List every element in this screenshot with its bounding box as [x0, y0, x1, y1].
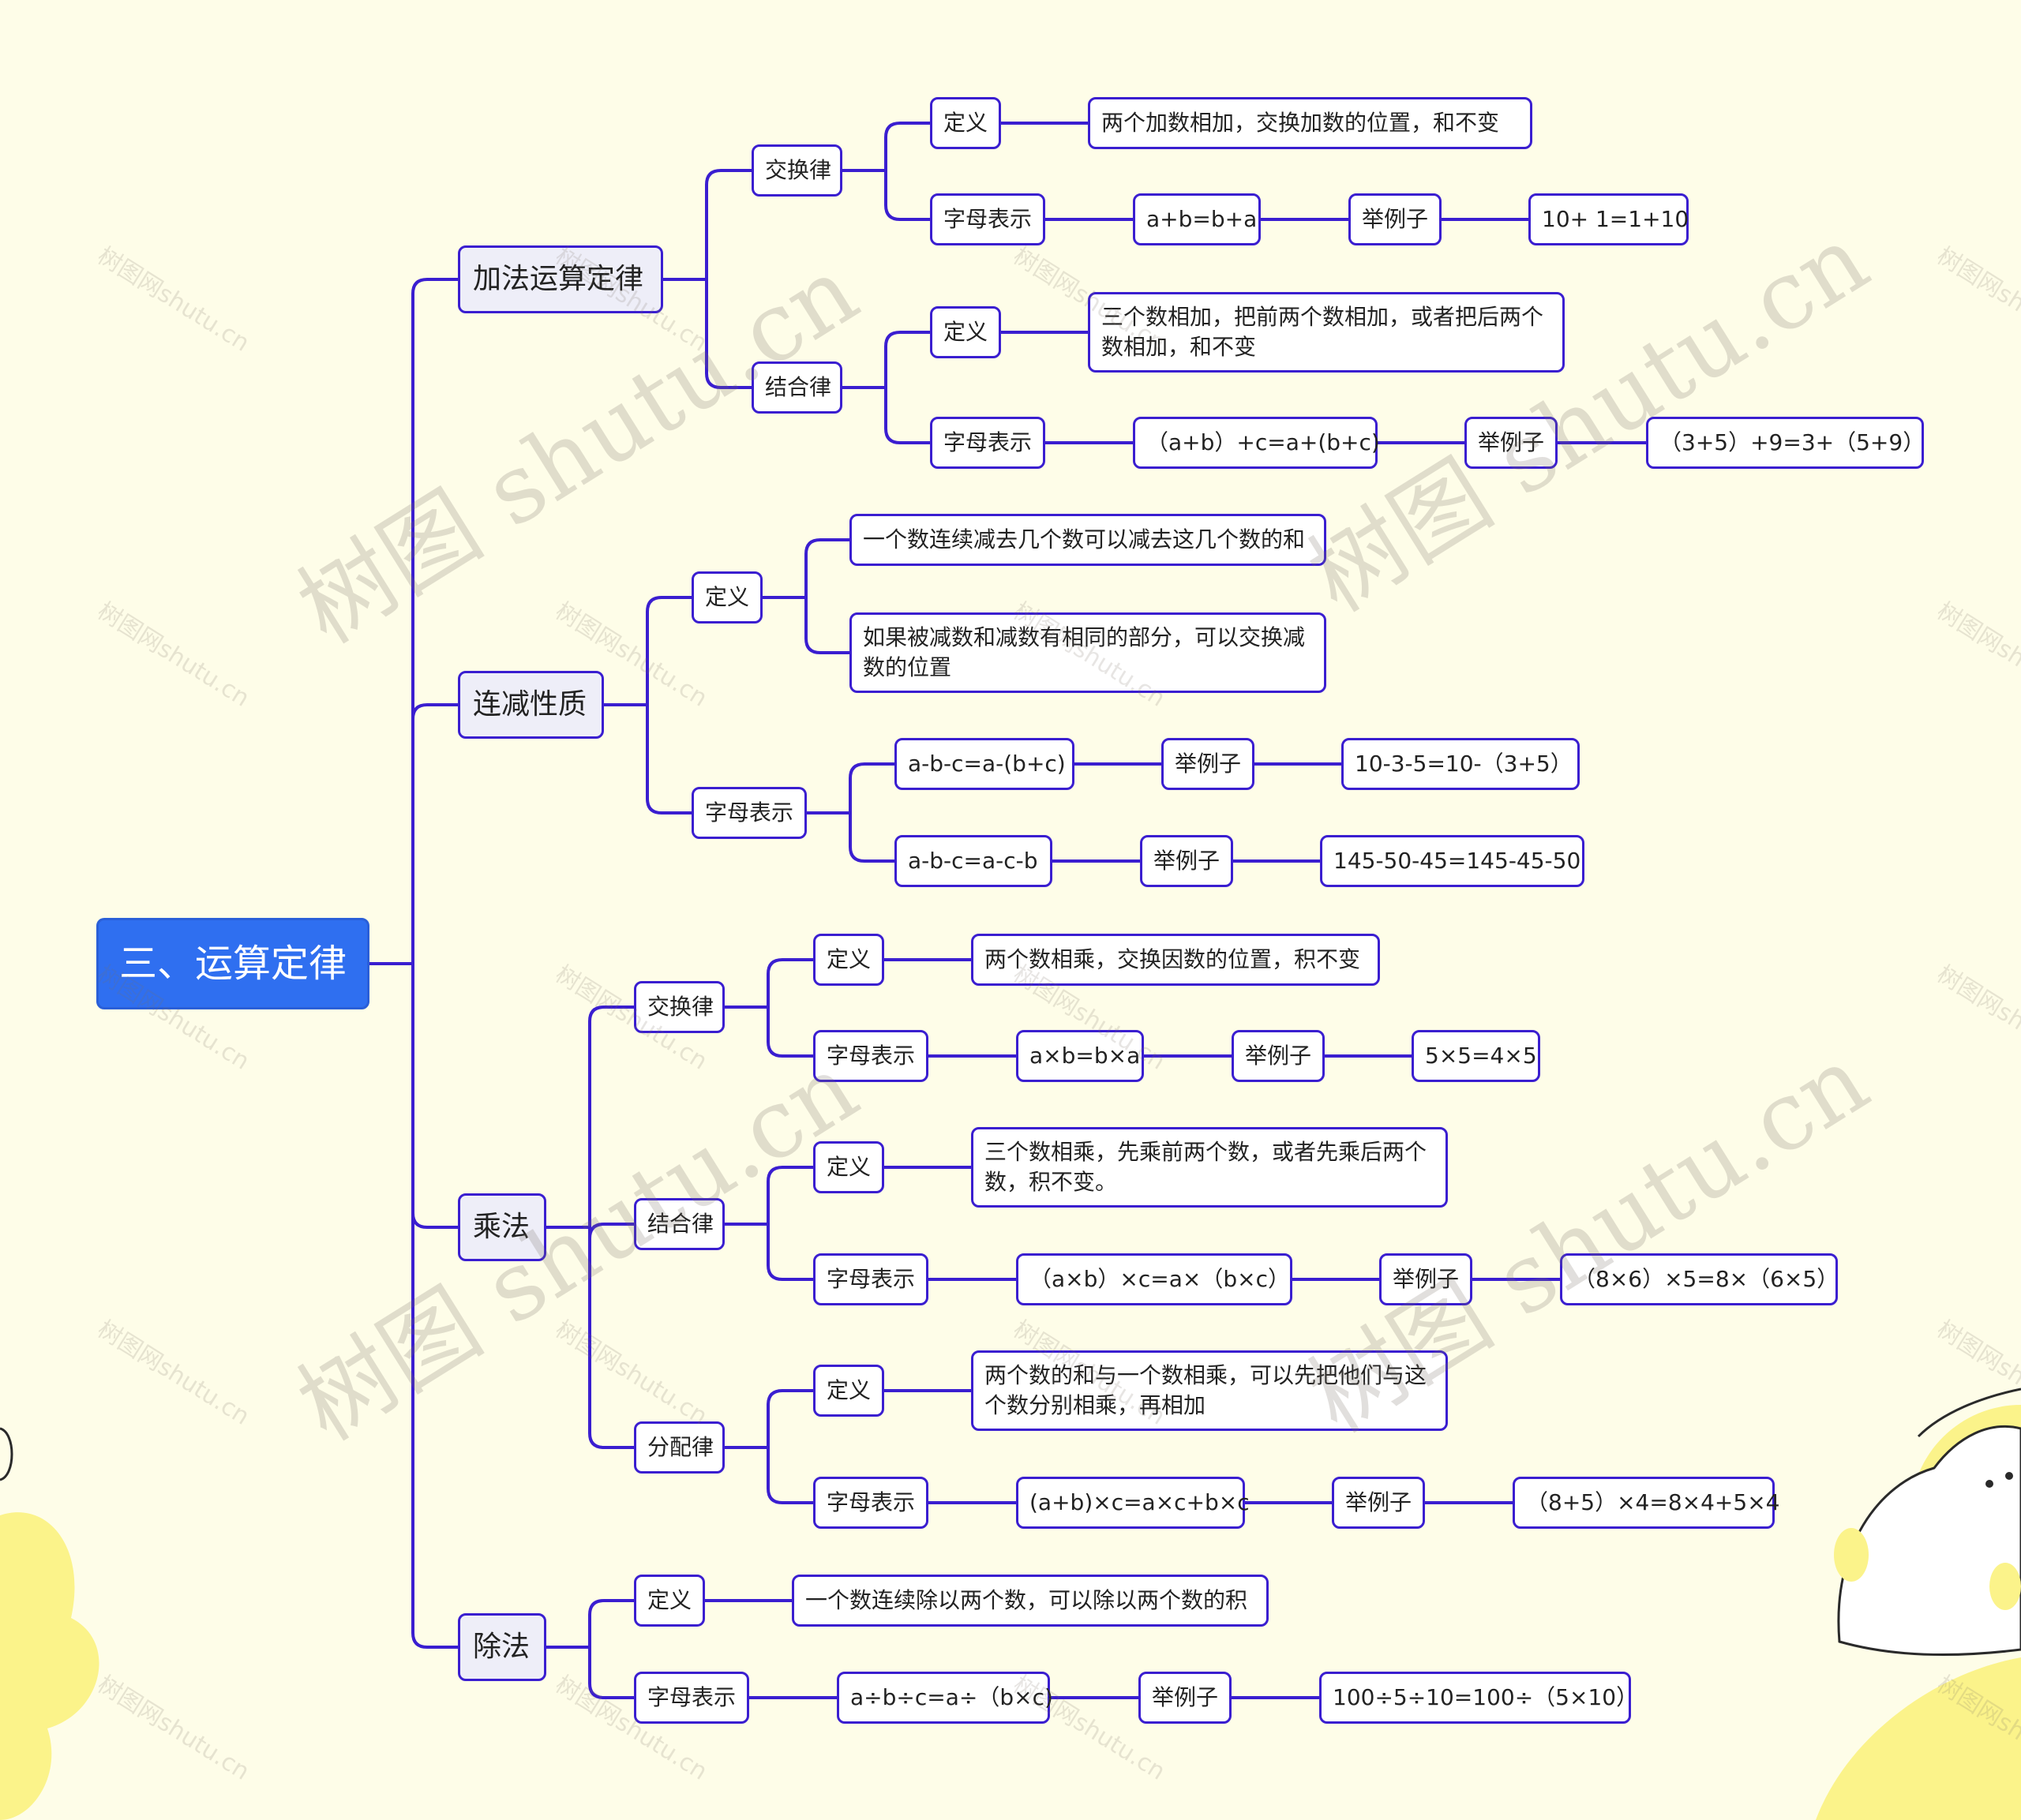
node-mul-a-el[interactable]: 举例子	[1379, 1253, 1472, 1305]
node-div-e[interactable]: 100÷5÷10=100÷（5×10）	[1319, 1672, 1638, 1724]
node-mul-a[interactable]: 结合律	[634, 1198, 725, 1250]
link-add_c_ll	[884, 170, 930, 221]
link-mul_d_ll	[767, 1447, 813, 1504]
link-sub_dl	[646, 596, 692, 705]
node-mul-c-d[interactable]: 两个数相乘，交换因数的位置，积不变	[971, 934, 1380, 986]
node-add-a-ll[interactable]: 字母表示	[930, 417, 1045, 469]
node-mul-d-f[interactable]: (a+b)×c=a×c+b×c	[1016, 1477, 1250, 1529]
node-sub-e2[interactable]: 145-50-45=145-45-50	[1320, 835, 1584, 887]
link-sub_f2	[849, 813, 894, 863]
node-sub[interactable]: 连减性质	[458, 671, 604, 739]
node-root[interactable]: 三、运算定律	[96, 918, 369, 1009]
circle-partial-left	[0, 1427, 13, 1481]
node-sub-ll[interactable]: 字母表示	[692, 787, 807, 839]
node-div-el[interactable]: 举例子	[1138, 1672, 1232, 1724]
node-mul-a-e[interactable]: （8×6）×5=8×（6×5）	[1560, 1253, 1839, 1305]
link-add_a_ll	[884, 388, 930, 444]
node-mul-c[interactable]: 交换律	[634, 981, 725, 1033]
node-sub-el2[interactable]: 举例子	[1140, 835, 1233, 887]
node-mul-a-f[interactable]: （a×b）×c=a×（b×c）	[1016, 1253, 1292, 1305]
node-mul-c-el[interactable]: 举例子	[1232, 1030, 1325, 1082]
node-add-a-el[interactable]: 举例子	[1464, 417, 1558, 469]
node-div-f[interactable]: a÷b÷c=a÷（b×c)	[837, 1672, 1053, 1724]
link-mul_a	[588, 1223, 634, 1239]
link-mul_a_dl	[767, 1166, 813, 1224]
link-sub_ll	[646, 705, 692, 815]
link-mul_d_dl	[767, 1389, 813, 1447]
link-add	[411, 278, 458, 964]
node-mul-a-dl[interactable]: 定义	[813, 1141, 884, 1193]
node-mul-d-dl[interactable]: 定义	[813, 1365, 884, 1417]
node-sub-f1[interactable]: a-b-c=a-(b+c)	[894, 738, 1074, 790]
link-sub_d1	[804, 538, 849, 597]
node-add-c-ll[interactable]: 字母表示	[930, 193, 1045, 245]
link-mul_c_dl	[767, 958, 813, 1007]
link-mul	[411, 964, 458, 1229]
node-add-c-dl[interactable]: 定义	[930, 97, 1001, 149]
node-add[interactable]: 加法运算定律	[458, 245, 663, 313]
node-sub-d1[interactable]: 一个数连续减去几个数可以减去这几个数的和	[849, 514, 1326, 566]
link-sub	[411, 703, 458, 964]
link-mul_d	[588, 1227, 634, 1449]
link-sub_d2	[804, 597, 849, 654]
node-mul[interactable]: 乘法	[458, 1193, 546, 1261]
node-sub-dl[interactable]: 定义	[692, 571, 763, 624]
node-mul-c-dl[interactable]: 定义	[813, 934, 884, 986]
node-mul-c-e[interactable]: 5×5=4×5	[1412, 1030, 1540, 1082]
node-add-c-e[interactable]: 10+ 1=1+10	[1528, 193, 1689, 245]
node-mul-c-f[interactable]: a×b=b×a	[1016, 1030, 1144, 1082]
link-add_a_dl	[884, 331, 930, 388]
node-add-c-d[interactable]: 两个加数相加，交换加数的位置，和不变	[1088, 97, 1532, 149]
node-add-c-f[interactable]: a+b=b+a	[1133, 193, 1261, 245]
node-div-d[interactable]: 一个数连续除以两个数，可以除以两个数的积	[792, 1575, 1269, 1627]
link-mul_a_ll	[767, 1224, 813, 1281]
link-sub_f1	[849, 762, 894, 813]
node-mul-d-ll[interactable]: 字母表示	[813, 1477, 928, 1529]
link-add_c	[705, 169, 752, 279]
link-div_dl	[588, 1599, 634, 1647]
node-add-c-el[interactable]: 举例子	[1348, 193, 1442, 245]
node-mul-d[interactable]: 分配律	[634, 1421, 725, 1474]
node-mul-d-d[interactable]: 两个数的和与一个数相乘，可以先把他们与这个数分别相乘，再相加	[971, 1350, 1448, 1431]
node-div-ll[interactable]: 字母表示	[634, 1672, 749, 1724]
link-div	[411, 964, 458, 1649]
node-sub-e1[interactable]: 10-3-5=10-（3+5）	[1341, 738, 1580, 790]
node-add-a-e[interactable]: （3+5）+9=3+（5+9）	[1646, 417, 1925, 469]
node-sub-d2[interactable]: 如果被减数和减数有相同的部分，可以交换减数的位置	[849, 612, 1326, 693]
node-add-a[interactable]: 结合律	[752, 361, 842, 414]
node-sub-el1[interactable]: 举例子	[1161, 738, 1254, 790]
yellow-blob-right	[1816, 1657, 2021, 1820]
node-add-a-dl[interactable]: 定义	[930, 306, 1001, 358]
link-mul_c	[588, 1005, 634, 1227]
link-add_c_dl	[884, 122, 930, 170]
link-div_ll	[588, 1647, 634, 1699]
node-add-a-f[interactable]: （a+b）+c=a+(b+c)	[1133, 417, 1380, 469]
link-add_a	[705, 279, 752, 389]
node-add-a-d[interactable]: 三个数相加，把前两个数相加，或者把后两个数相加，和不变	[1088, 292, 1565, 373]
link-mul_c_ll	[767, 1007, 813, 1058]
node-sub-f2[interactable]: a-b-c=a-c-b	[894, 835, 1052, 887]
node-mul-c-ll[interactable]: 字母表示	[813, 1030, 928, 1082]
node-mul-d-el[interactable]: 举例子	[1332, 1477, 1425, 1529]
node-div-dl[interactable]: 定义	[634, 1575, 705, 1627]
node-mul-d-e[interactable]: （8+5）×4=8×4+5×4	[1513, 1477, 1779, 1529]
node-div[interactable]: 除法	[458, 1613, 546, 1681]
node-add-c[interactable]: 交换律	[752, 144, 842, 197]
yellow-blob-left	[0, 1512, 99, 1820]
node-mul-a-ll[interactable]: 字母表示	[813, 1253, 928, 1305]
node-mul-a-d[interactable]: 三个数相乘，先乘前两个数，或者先乘后两个数，积不变。	[971, 1127, 1448, 1208]
